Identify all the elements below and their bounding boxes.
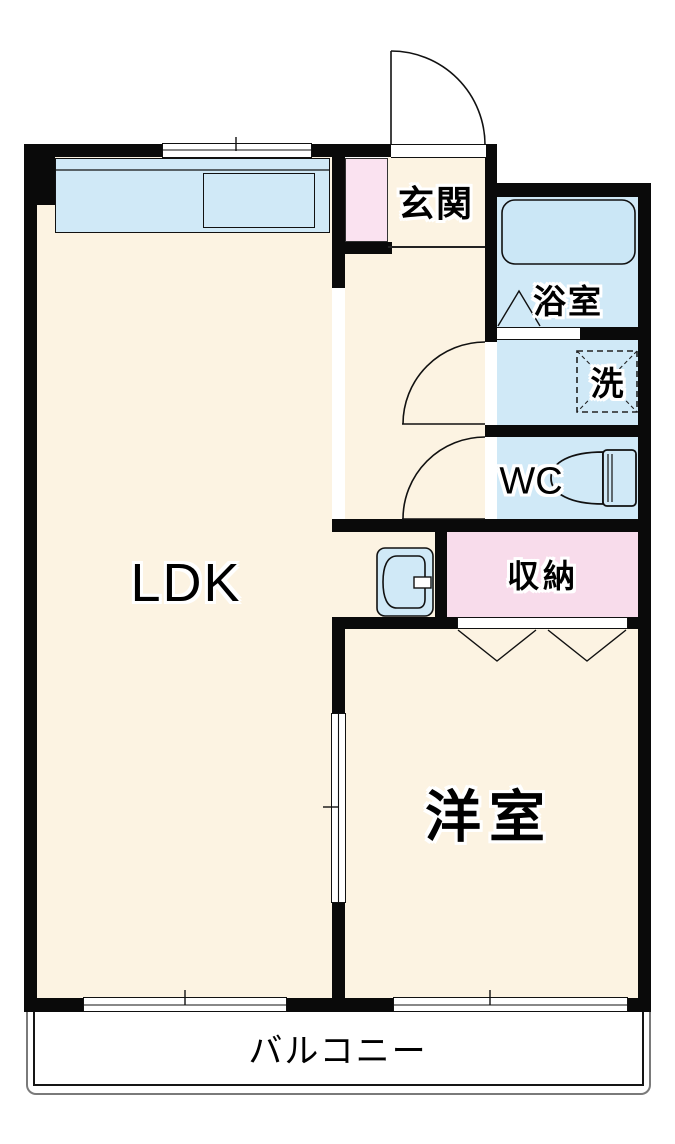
wall-bath-top <box>485 183 651 197</box>
wall-left <box>24 144 37 1012</box>
wc-door-opening <box>485 437 497 519</box>
label-ldk: LDK <box>130 553 242 613</box>
wall-top-b <box>312 144 391 157</box>
label-bathroom: 浴室 <box>533 283 603 320</box>
wall-entrance-step <box>345 242 392 254</box>
wall-bottom-a <box>24 998 83 1012</box>
label-wc: WC <box>499 460 563 503</box>
wall-western-left-b <box>332 903 345 1012</box>
western-balcony-window <box>393 997 628 1012</box>
room-entrance-floor <box>388 157 485 254</box>
room-western <box>345 629 638 998</box>
wall-entrance-right <box>485 144 497 342</box>
wall-bath-bottom <box>580 327 651 340</box>
wall-bottom-b <box>287 998 393 1012</box>
entrance-threshold <box>391 144 486 158</box>
room-ldk <box>37 157 332 998</box>
wall-bottom-c <box>628 998 651 1012</box>
wall-hall-bottom <box>332 519 651 532</box>
label-balcony: バルコニー <box>248 1032 428 1071</box>
wall-western-top-b <box>628 617 651 629</box>
bath-door-opening <box>497 327 580 340</box>
closet-door-band <box>457 617 628 629</box>
kitchen-sink <box>203 173 315 228</box>
wall-top-a <box>24 144 162 157</box>
entrance-door <box>390 50 486 146</box>
ldk-balcony-window <box>83 997 287 1012</box>
sliding-door <box>331 713 346 903</box>
wall-western-top-a <box>332 617 457 629</box>
label-entrance: 玄関 <box>397 183 475 224</box>
label-storage: 収納 <box>506 558 580 594</box>
hallway-floor <box>345 254 485 519</box>
kitchen-window <box>162 143 312 158</box>
wall-right <box>638 197 651 1012</box>
laundry-door-opening <box>485 342 497 425</box>
label-western-room: 洋室 <box>425 785 553 849</box>
label-laundry: 洗 <box>590 365 624 402</box>
balcony <box>26 1012 651 1095</box>
shoe-cabinet <box>345 158 388 242</box>
balcony-inner-rail <box>33 1012 644 1086</box>
washbasin-nook-floor <box>332 532 435 617</box>
wall-ldk-entrance <box>332 144 345 288</box>
wall-western-left-a <box>332 629 345 713</box>
room-storage <box>447 532 638 617</box>
wall-laundry-wc <box>485 425 651 437</box>
wall-storage-left <box>435 532 447 617</box>
